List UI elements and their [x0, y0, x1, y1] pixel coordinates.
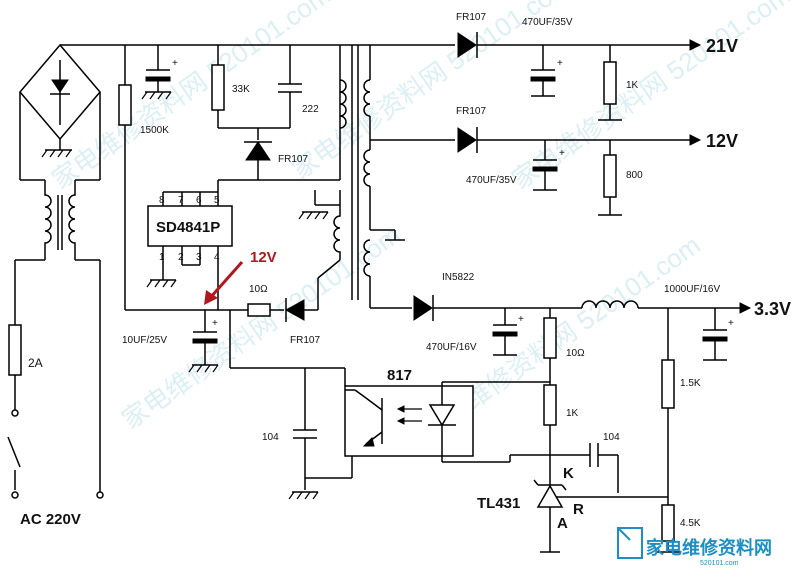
resistor-1k-fb-label: 1K	[566, 408, 579, 419]
capacitor-222-label: 222	[302, 104, 319, 115]
ic-pin-3: 3	[196, 252, 202, 263]
ground-symbol	[288, 491, 319, 500]
resistor-1k-21v-label: 1K	[626, 80, 639, 91]
capacitor-12v-label: 470UF/35V	[466, 175, 517, 186]
capacitor-104-primary-label: 104	[262, 432, 279, 443]
diode-fr107-aux-label: FR107	[290, 335, 320, 346]
resistor-10ohm-fb-label: 10Ω	[566, 348, 585, 359]
output-arrow	[739, 302, 752, 314]
resistor-4k5-label: 4.5K	[680, 518, 701, 529]
common-mode-choke	[44, 180, 76, 260]
ground-symbol	[146, 279, 177, 288]
ic-sd4841p	[147, 205, 233, 247]
ac-input-label: AC 220V	[20, 511, 81, 528]
diode-fr107-snubber-label: FR107	[278, 154, 308, 165]
diode-in5822-label: IN5822	[442, 272, 475, 283]
ic-pin-7: 7	[178, 195, 184, 206]
fuse	[8, 324, 22, 376]
ic-pin-8: 8	[159, 195, 165, 206]
tl431-pin-a: A	[557, 515, 568, 532]
svg-text:+: +	[728, 318, 734, 329]
ic-pin-4: 4	[214, 252, 220, 263]
resistor-4k5	[661, 504, 675, 542]
transformer-secondary	[363, 45, 405, 308]
transformer-primary	[339, 79, 347, 129]
output-arrow	[689, 134, 702, 146]
resistor-800-12v-label: 800	[626, 170, 643, 181]
capacitor-10uf-label: 10UF/25V	[122, 335, 167, 346]
ac-terminal-left	[11, 491, 19, 499]
diode-fr107-21v-label: FR107	[456, 12, 486, 23]
ac-terminal-right	[96, 491, 104, 499]
bridge-rectifier	[19, 43, 101, 141]
bulk-capacitor: +	[141, 45, 178, 100]
resistor-33k	[211, 64, 225, 111]
opto-light-arrows	[396, 405, 422, 425]
ic-label: SD4841P	[156, 219, 220, 236]
site-logo: 家电维修资料网 520101.com	[617, 527, 772, 567]
resistor-1k5-label: 1.5K	[680, 378, 701, 389]
diode-fr107-snubber	[244, 141, 272, 161]
svg-text:+: +	[557, 58, 563, 69]
svg-text:+: +	[518, 314, 524, 325]
optocoupler-label: 817	[387, 367, 412, 384]
logo-text: 家电维修资料网	[646, 537, 772, 558]
diode-in5822	[413, 295, 434, 321]
ic-pin-1: 1	[159, 252, 165, 263]
ic-pin-5: 5	[214, 195, 220, 206]
power-switch	[7, 436, 21, 490]
resistor-10ohm-fb	[543, 317, 557, 359]
fuse-label: 2A	[28, 356, 43, 370]
output-21v-label: 21V	[706, 36, 738, 56]
capacitor-21v-label: 470UF/35V	[522, 17, 573, 28]
ic-pin-6: 6	[196, 195, 202, 206]
watermark-text-3: 家电维修资料网 520101.com	[506, 0, 795, 195]
resistor-10ohm-aux	[247, 303, 271, 317]
resistor-1k-fb	[543, 384, 557, 426]
vcc-indicator-arrow	[204, 261, 244, 305]
logo-url: 520101.com	[700, 560, 739, 567]
ic-pin-2: 2	[178, 252, 184, 263]
capacitor-1000uf-label: 1000UF/16V	[664, 284, 720, 295]
resistor-800-12v	[603, 154, 617, 198]
tl431-pin-k: K	[563, 465, 574, 482]
diode-fr107-12v-label: FR107	[456, 106, 486, 117]
capacitor-104-fb-label: 104	[603, 432, 620, 443]
resistor-1k5	[661, 359, 675, 409]
opto-phototransistor	[362, 397, 383, 447]
capacitor-470uf-16v-label: 470UF/16V	[426, 342, 477, 353]
resistor-33k-label: 33K	[232, 84, 250, 95]
vcc-indicator-label: 12V	[250, 249, 277, 266]
svg-text:+: +	[172, 58, 178, 69]
tl431-label: TL431	[477, 495, 520, 512]
resistor-10ohm-aux-label: 10Ω	[249, 284, 268, 295]
svg-text:+: +	[559, 148, 565, 159]
resistor-1k-21v	[603, 61, 617, 105]
output-3v3-label: 3.3V	[754, 299, 791, 319]
auxiliary-winding	[298, 190, 341, 260]
resistor-1500k-label: 1500K	[140, 125, 169, 136]
ground-symbol	[41, 139, 72, 158]
terminal	[11, 409, 19, 417]
tl431-pin-r: R	[573, 501, 584, 518]
diode-fr107-12v	[457, 127, 478, 153]
resistor-1500k	[118, 84, 132, 126]
output-12v-label: 12V	[706, 131, 738, 151]
output-arrow	[689, 39, 702, 51]
output-inductor	[581, 300, 639, 309]
ground-symbol	[188, 364, 219, 373]
svg-text:+: +	[212, 318, 218, 329]
tl431-shunt-regulator	[533, 455, 585, 552]
